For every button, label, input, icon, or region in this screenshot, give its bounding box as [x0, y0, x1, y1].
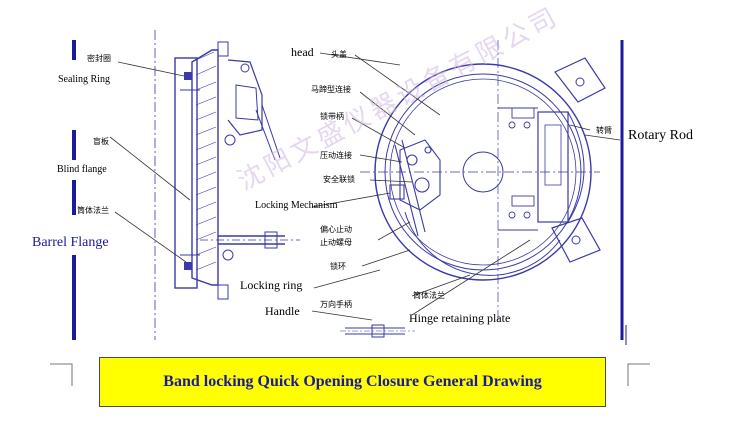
label-handle-en: Handle	[265, 304, 300, 318]
label-eccentric-stop-cn-1: 偏心止动	[320, 225, 352, 234]
label-barrel-flange-en: Barrel Flange	[32, 235, 109, 250]
leader-lines	[109, 52, 621, 321]
label-press-connect-cn: 压动连接	[320, 151, 352, 160]
label-direction-handle-cn: 万向手柄	[320, 300, 352, 309]
label-sealing-ring-cn: 密封圈	[87, 54, 111, 63]
side-section-view	[154, 30, 300, 340]
label-rotary-arm-cn: 转臂	[596, 126, 612, 135]
label-blind-flange-en: Blind flange	[57, 164, 107, 175]
label-head-cn: 头盖	[331, 50, 347, 59]
caption-box: Band locking Quick Opening Closure Gener…	[99, 357, 606, 407]
label-rotary-rod-en: Rotary Rod	[628, 128, 693, 143]
label-locking-mechanism-en: Locking Mechanism	[255, 200, 338, 211]
label-lock-band-handle-cn: 锁带柄	[320, 112, 344, 121]
label-sealing-ring-en: Sealing Ring	[58, 74, 110, 85]
label-horseshoe-cn: 马蹄型连接	[311, 85, 351, 94]
label-safety-lock-cn: 安全联锁	[323, 175, 355, 184]
label-eccentric-stop-cn-2: 止动螺母	[320, 238, 352, 247]
label-barrel-flange2-cn: 筒体法兰	[413, 291, 445, 300]
label-locking-ring-en: Locking ring	[240, 278, 303, 292]
caption-title: Band locking Quick Opening Closure Gener…	[163, 373, 542, 390]
label-hinge-plate-en: Hinge retaining plate	[409, 311, 511, 325]
label-head-en: head	[291, 45, 314, 59]
label-blind-flange-cn: 盲板	[93, 137, 109, 146]
corner-marks	[50, 363, 650, 386]
label-lock-ring-cn: 锁环	[330, 262, 346, 271]
label-barrel-flange-cn: 筒体法兰	[77, 206, 109, 215]
